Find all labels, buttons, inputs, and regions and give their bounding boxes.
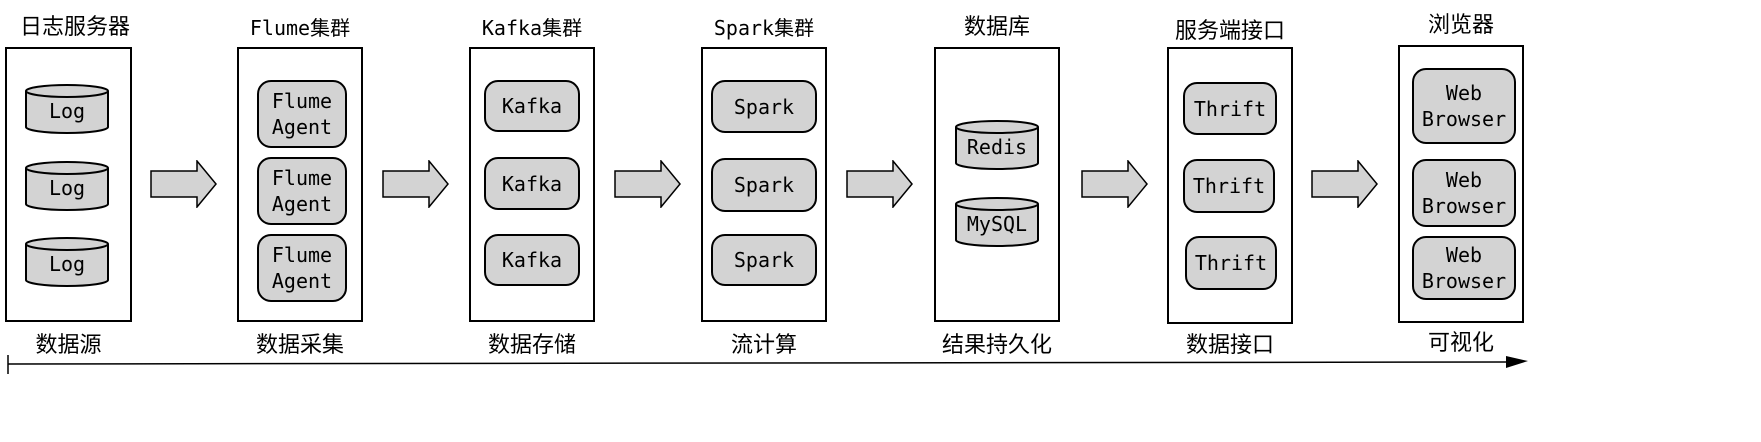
cylinder-label: Log bbox=[48, 252, 86, 276]
kafka-node: Kafka bbox=[484, 234, 580, 286]
flow-arrow-icon bbox=[614, 160, 681, 208]
log-cylinder: Log bbox=[24, 160, 110, 212]
spark-node: Spark bbox=[711, 80, 817, 133]
cylinder-label: MySQL bbox=[966, 212, 1028, 236]
stage-title-log-server: 日志服务器 bbox=[19, 15, 130, 40]
flow-arrow-icon bbox=[846, 160, 913, 208]
flow-arrow-icon bbox=[1311, 160, 1378, 208]
cylinder-shape bbox=[25, 161, 109, 211]
redis-cylinder: Redis bbox=[954, 119, 1040, 171]
kafka-node: Kafka bbox=[484, 157, 580, 210]
cylinder-shape bbox=[25, 84, 109, 134]
flow-arrow-icon bbox=[150, 160, 217, 208]
flume-agent-node: Flume Agent bbox=[257, 157, 347, 225]
stage-title-kafka-cluster: Kafka集群 bbox=[481, 16, 583, 40]
cylinder-shape bbox=[25, 237, 109, 287]
stage-caption-data-interface: 数据接口 bbox=[1185, 333, 1274, 358]
stage-title-database: 数据库 bbox=[963, 15, 1030, 40]
web-browser-node: Web Browser bbox=[1412, 236, 1516, 300]
cylinder-shape bbox=[955, 197, 1039, 247]
flume-agent-node: Flume Agent bbox=[257, 234, 347, 302]
thrift-node: Thrift bbox=[1185, 236, 1277, 290]
web-browser-node: Web Browser bbox=[1412, 159, 1516, 227]
stage-title-flume-cluster: Flume集群 bbox=[249, 16, 351, 40]
cylinder-label: Redis bbox=[966, 135, 1028, 159]
web-browser-node: Web Browser bbox=[1412, 68, 1516, 144]
spark-node: Spark bbox=[711, 234, 817, 286]
mysql-cylinder: MySQL bbox=[954, 196, 1040, 248]
timeline-axis-arrow bbox=[7, 355, 1528, 374]
kafka-node: Kafka bbox=[484, 80, 580, 132]
stage-caption-visualization: 可视化 bbox=[1427, 331, 1494, 356]
stage-caption-stream-computing: 流计算 bbox=[730, 333, 797, 358]
stage-title-server-interface: 服务端接口 bbox=[1174, 19, 1285, 44]
thrift-node: Thrift bbox=[1183, 159, 1275, 213]
stage-caption-data-collection: 数据采集 bbox=[255, 333, 344, 358]
cylinder-label: Log bbox=[48, 99, 86, 123]
log-cylinder: Log bbox=[24, 83, 110, 135]
stage-box-database bbox=[934, 47, 1060, 322]
stage-caption-result-persistence: 结果持久化 bbox=[941, 333, 1052, 358]
flow-arrow-icon bbox=[1081, 160, 1148, 208]
cylinder-label: Log bbox=[48, 176, 86, 200]
spark-node: Spark bbox=[711, 158, 817, 212]
stage-caption-data-source: 数据源 bbox=[35, 333, 102, 358]
cylinder-shape bbox=[955, 120, 1039, 170]
stage-title-browser: 浏览器 bbox=[1427, 13, 1494, 38]
thrift-node: Thrift bbox=[1183, 82, 1277, 135]
flow-arrow-icon bbox=[382, 160, 449, 208]
flume-agent-node: Flume Agent bbox=[257, 80, 347, 148]
stage-caption-data-storage: 数据存储 bbox=[487, 333, 576, 358]
log-cylinder: Log bbox=[24, 236, 110, 288]
stage-title-spark-cluster: Spark集群 bbox=[713, 16, 815, 40]
